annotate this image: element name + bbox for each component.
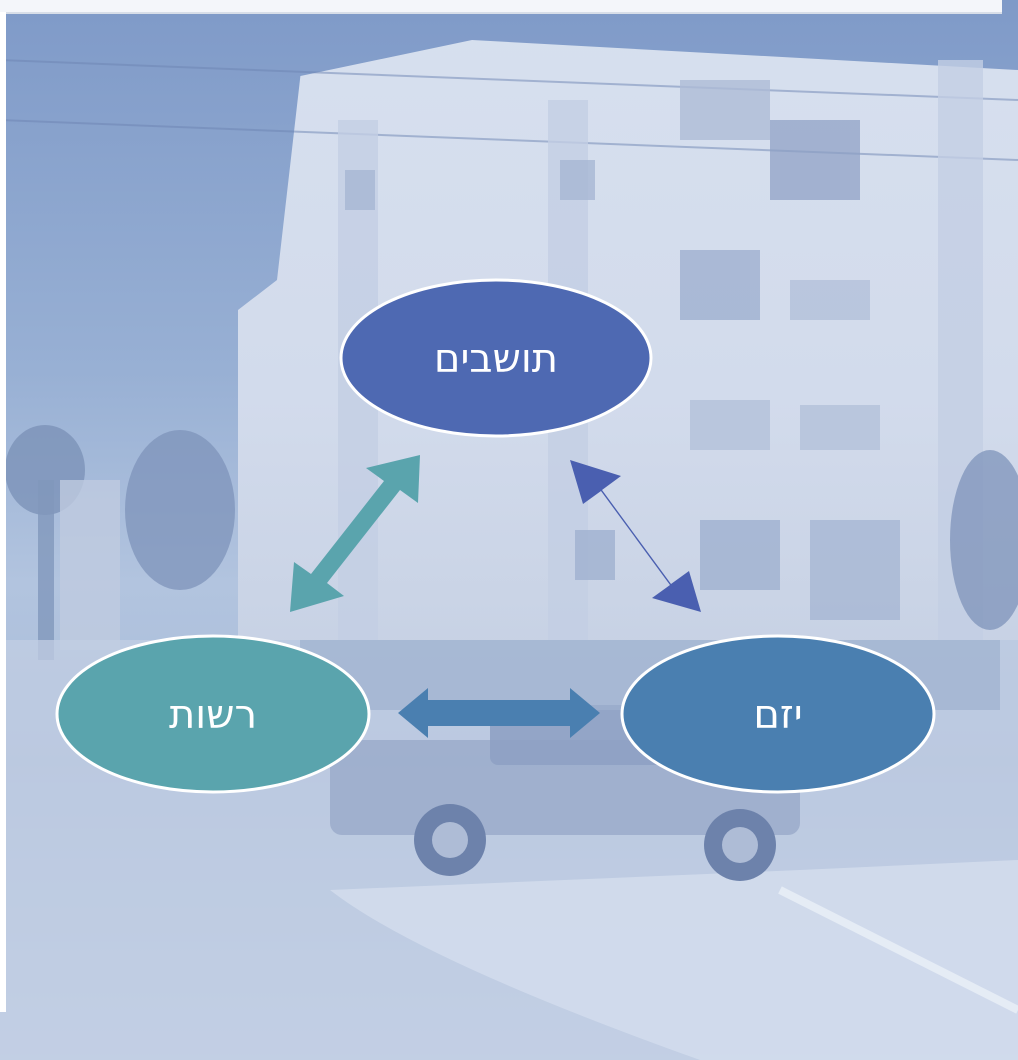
top-border (0, 0, 1002, 14)
arrow-authority-developer (398, 688, 600, 738)
node-developer: יזם (620, 634, 936, 794)
left-border (0, 12, 6, 1012)
node-developer-label: יזם (753, 692, 802, 738)
node-authority: רשות (55, 634, 371, 794)
node-residents: תושבים (339, 278, 653, 438)
arrow-residents-developer (570, 460, 701, 612)
node-authority-label: רשות (169, 692, 257, 738)
node-residents-label: תושבים (434, 336, 558, 382)
arrow-residents-authority (290, 455, 420, 612)
